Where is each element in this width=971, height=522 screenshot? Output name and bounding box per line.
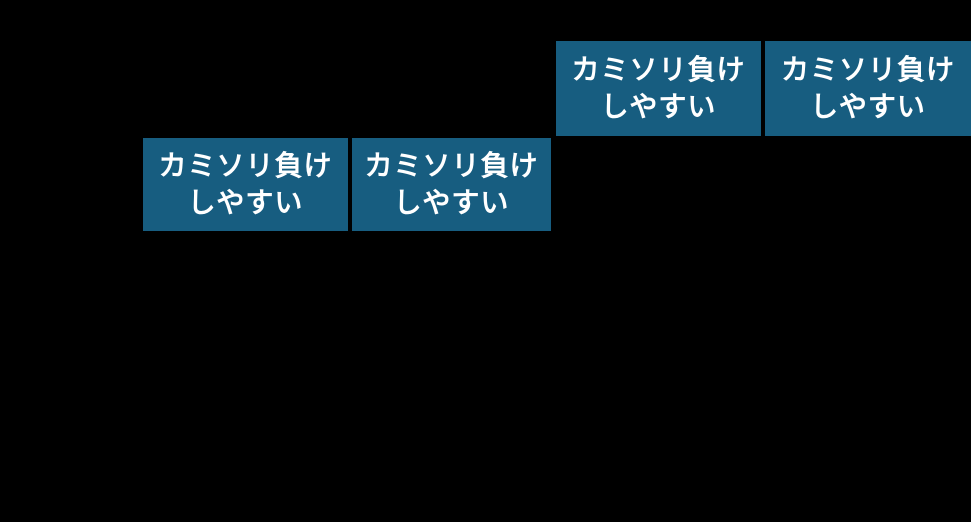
table-cell-razor-burn-prone-row1-col4: カミソリ負け しやすい [765,41,971,136]
table-cell-razor-burn-prone-row1-col3: カミソリ負け しやすい [556,41,761,136]
table-cell-razor-burn-prone-row2-col2: カミソリ負け しやすい [352,138,551,231]
table-cell-razor-burn-prone-row2-col1: カミソリ負け しやすい [143,138,348,231]
